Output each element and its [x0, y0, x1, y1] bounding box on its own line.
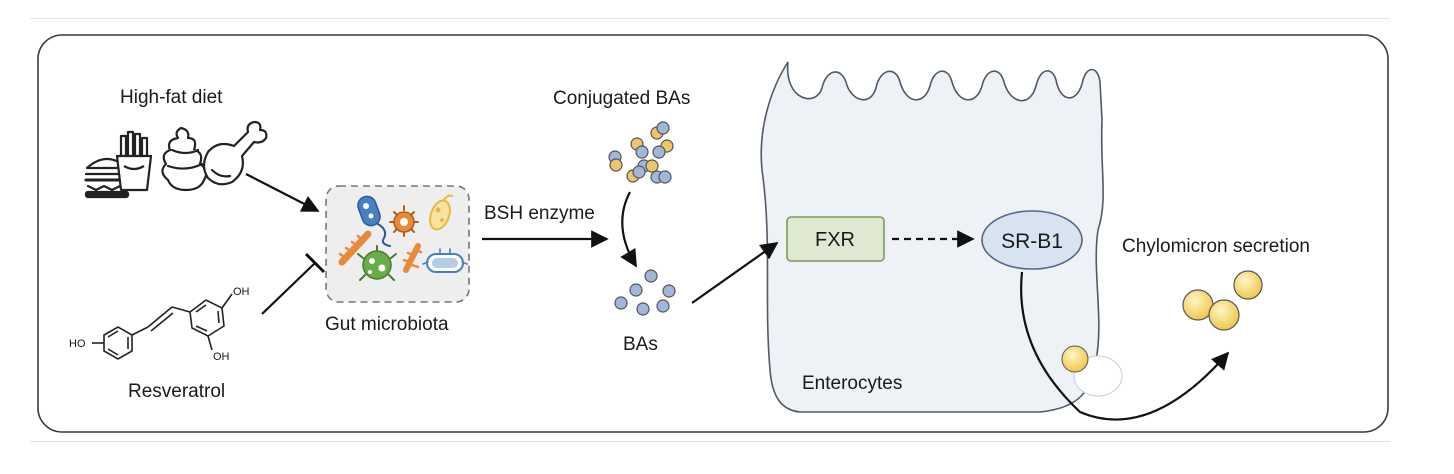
label-bas: BAs — [623, 334, 658, 355]
top-edge-line — [30, 18, 1390, 19]
resveratrol-structure — [92, 293, 233, 360]
fxr-label: FXR — [815, 229, 855, 251]
chicken-leg-icon — [202, 120, 268, 186]
fxr-box — [786, 216, 885, 262]
label-chylomicron-secretion: Chylomicron secretion — [1122, 236, 1310, 257]
blue-bacterium-icon — [357, 195, 391, 247]
blue-capsule-bacterium-icon — [422, 248, 468, 273]
inhibit-line-resveratrol — [261, 262, 316, 315]
arrow-chylomicron-secretion — [1020, 271, 1230, 421]
conjugated-bas-cluster — [608, 121, 674, 184]
oh-bottom-label: OH — [213, 351, 230, 363]
bottom-edge-line — [30, 441, 1390, 442]
srb1-label: SR-B1 — [1001, 230, 1063, 253]
fries-icon — [115, 130, 153, 192]
orange-bacterium-icon — [389, 205, 419, 237]
chylomicron-inside — [1061, 345, 1123, 397]
enterocyte-cell — [760, 61, 1104, 413]
label-gut-microbiota: Gut microbiota — [325, 314, 449, 335]
arrow-bas-to-fxr — [691, 241, 779, 304]
label-resveratrol: Resveratrol — [128, 381, 225, 402]
soft-serve-icon — [161, 126, 208, 192]
oh-top-label: OH — [233, 286, 250, 298]
bacteria-icons — [338, 194, 468, 281]
inhibit-bar — [304, 252, 326, 274]
yellow-bacterium-icon — [429, 194, 453, 231]
label-high-fat-diet: High-fat diet — [120, 87, 223, 108]
green-bacterium-icon — [357, 245, 397, 281]
label-enterocytes: Enterocytes — [802, 373, 902, 394]
secreted-chylomicrons — [1182, 270, 1263, 331]
arrow-diet-to-microbiota — [245, 173, 320, 212]
arrows — [245, 173, 1230, 421]
outer-frame — [37, 34, 1389, 433]
label-conjugated-bas: Conjugated BAs — [553, 88, 690, 109]
label-bsh-enzyme: BSH enzyme — [484, 203, 595, 224]
srb1-ellipse — [981, 210, 1083, 270]
bas-cluster — [614, 269, 676, 316]
ho-left-label: HO — [69, 338, 86, 350]
arrow-conjugated-to-bas — [620, 191, 637, 268]
orange-filament-icon — [338, 230, 372, 266]
orange-filament-icon-2 — [402, 243, 423, 273]
